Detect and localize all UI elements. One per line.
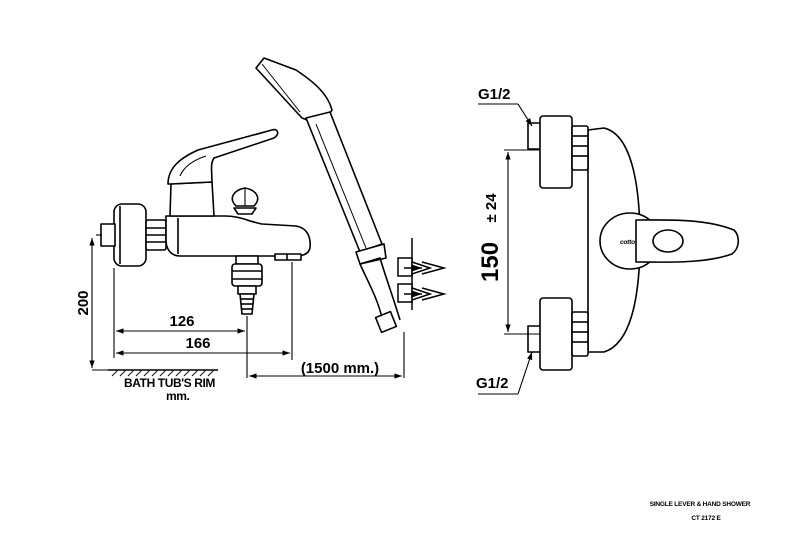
product-description: SINGLE LEVER & HAND SHOWER (650, 501, 751, 508)
center-distance-label: 150 (477, 242, 504, 282)
mixer-front-view (527, 115, 740, 371)
rim-label: BATH TUB'S RIM (124, 376, 215, 390)
side-dimension-lines (89, 234, 405, 379)
unit-label: mm. (166, 389, 190, 403)
dim-width-inner-label: 126 (169, 313, 194, 330)
hose-length-label: (1500 mm.) (301, 360, 379, 377)
tolerance-label: ± 24 (483, 193, 500, 223)
dim-height-label: 200 (75, 290, 92, 315)
rim-hatching (111, 369, 215, 377)
logo-text: cotto (620, 239, 635, 246)
wall-hooks (397, 238, 447, 310)
hand-shower (255, 57, 401, 334)
thread-top-label: G1/2 (478, 86, 511, 103)
front-dimension-lines (478, 103, 540, 395)
model-code: CT 2172 E (691, 515, 721, 522)
dim-width-outer-label: 166 (185, 335, 210, 352)
thread-bottom-label: G1/2 (476, 375, 509, 392)
mixer-side-view (100, 128, 311, 315)
